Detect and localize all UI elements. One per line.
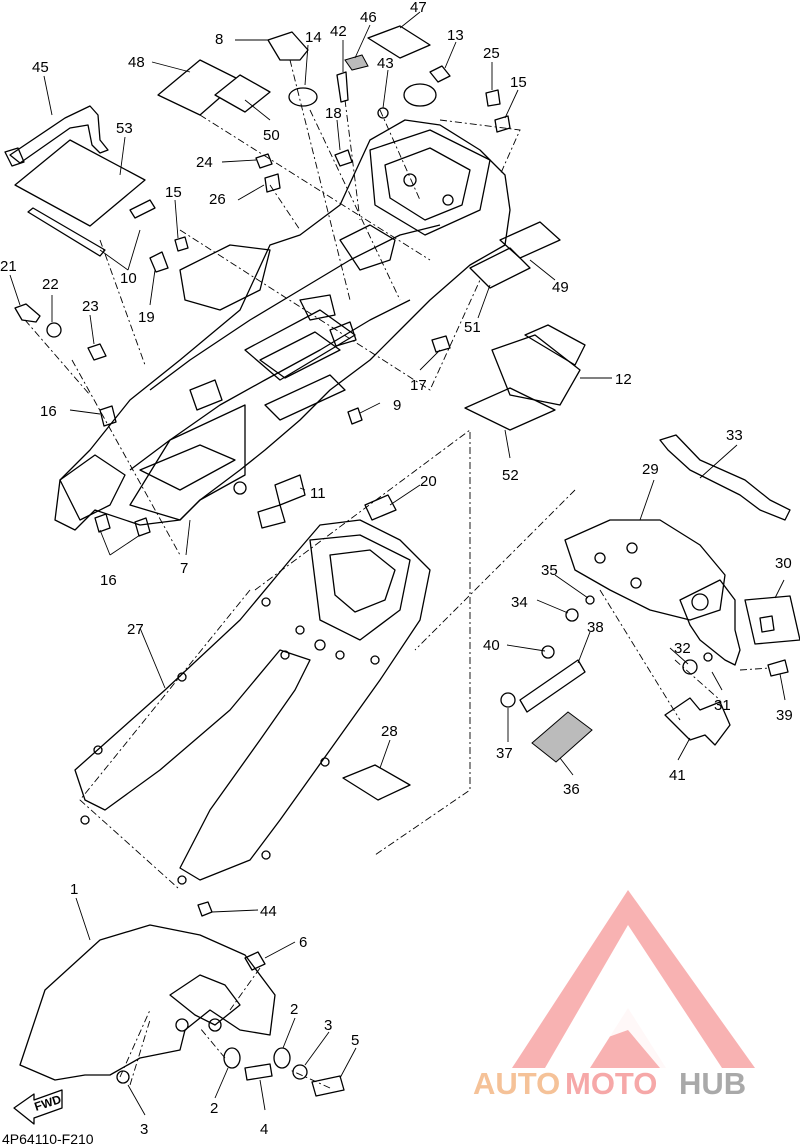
callout-23: 23: [82, 298, 99, 315]
upper-small-parts: [4, 25, 586, 537]
callout-26: 26: [209, 191, 226, 208]
brand-wordmark: AUTO MOTO HUB: [473, 1066, 746, 1101]
callout-41: 41: [669, 767, 686, 784]
license-bracket-assembly: [500, 434, 800, 763]
inner-fender-assembly: [54, 119, 511, 531]
callout-17: 17: [410, 377, 427, 394]
callout-15: 15: [510, 74, 527, 91]
callout-40: 40: [483, 637, 500, 654]
callout-22: 22: [42, 276, 59, 293]
callout-31: 31: [714, 697, 731, 714]
callout-52: 52: [502, 467, 519, 484]
callout-25: 25: [483, 45, 500, 62]
callout-30: 30: [775, 555, 792, 572]
callout-1: 1: [70, 881, 78, 898]
callout-7: 7: [180, 560, 188, 577]
callout-37: 37: [496, 745, 513, 762]
brand-part-1: AUTO: [473, 1066, 560, 1101]
callout-16: 16: [40, 403, 57, 420]
callout-12: 12: [615, 371, 632, 388]
callout-46: 46: [360, 9, 377, 26]
rear-fender: [74, 519, 431, 885]
callout-3: 3: [140, 1121, 148, 1138]
callout-18: 18: [325, 105, 342, 122]
callout-8: 8: [215, 31, 223, 48]
callout-49: 49: [552, 279, 569, 296]
callout-29: 29: [642, 461, 659, 478]
diagram-code: 4P64110-F210: [2, 1131, 94, 1146]
assembly-lines: [24, 59, 771, 1089]
callout-16: 16: [100, 572, 117, 589]
callout-20: 20: [420, 473, 437, 490]
callout-28: 28: [381, 723, 398, 740]
leader-lines: [9, 11, 786, 1116]
callout-19: 19: [138, 309, 155, 326]
callout-53: 53: [116, 120, 133, 137]
callout-32: 32: [674, 640, 691, 657]
callout-33: 33: [726, 427, 743, 444]
callout-38: 38: [587, 619, 604, 636]
callout-21: 21: [0, 258, 17, 275]
callout-11: 11: [310, 485, 326, 502]
forward-arrow: FWD: [13, 1089, 64, 1125]
callout-35: 35: [541, 562, 558, 579]
brand-part-2: MOTO: [565, 1066, 657, 1101]
callout-45: 45: [32, 59, 49, 76]
callout-42: 42: [330, 23, 347, 40]
callout-51: 51: [464, 319, 481, 336]
callout-36: 36: [563, 781, 580, 798]
callout-27: 27: [127, 621, 144, 638]
callout-15: 15: [165, 184, 182, 201]
front-fender: [19, 901, 345, 1097]
callout-2: 2: [210, 1100, 218, 1117]
callout-13: 13: [447, 27, 464, 44]
callout-43: 43: [377, 55, 394, 72]
callout-50: 50: [263, 127, 280, 144]
callout-47: 47: [410, 0, 427, 16]
brand-logo: [512, 890, 755, 1068]
fwd-label: FWD: [33, 1092, 64, 1114]
callout-10: 10: [120, 270, 137, 287]
callout-5: 5: [351, 1032, 359, 1049]
callout-4: 4: [260, 1121, 268, 1138]
brand-part-3: HUB: [679, 1066, 746, 1101]
callout-2: 2: [290, 1001, 298, 1018]
callout-48: 48: [128, 54, 145, 71]
callout-39: 39: [776, 707, 793, 724]
callout-34: 34: [511, 594, 528, 611]
callout-24: 24: [196, 154, 213, 171]
callout-3: 3: [324, 1017, 332, 1034]
callout-14: 14: [305, 29, 322, 46]
callout-44: 44: [260, 903, 277, 920]
callout-9: 9: [393, 397, 401, 414]
callout-6: 6: [299, 934, 307, 951]
